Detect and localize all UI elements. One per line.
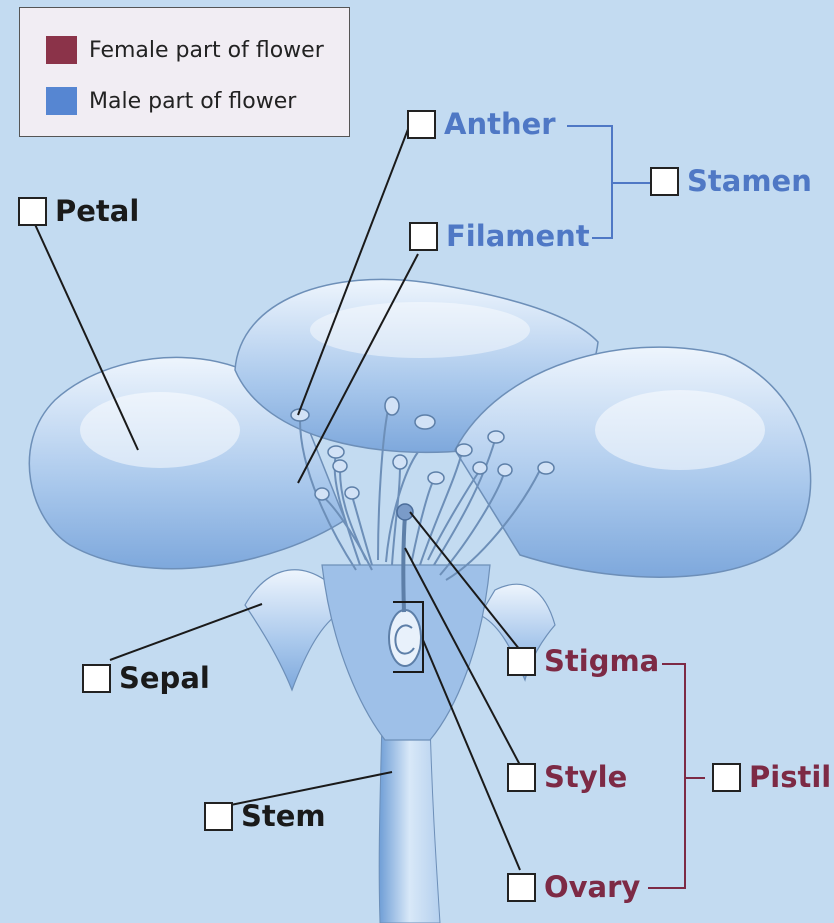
petal-text: Petal (55, 197, 139, 226)
ovary-shape (389, 610, 421, 666)
sepal-label: Sepal (82, 664, 210, 693)
stem-shape (379, 720, 440, 923)
style-text: Style (544, 763, 627, 792)
stamen-label: Stamen (650, 167, 812, 196)
pistil-bracket (648, 664, 705, 888)
filament-label: Filament (409, 222, 590, 251)
stigma-checkbox[interactable] (507, 647, 536, 676)
legend-label-male: Male part of flower (89, 89, 296, 114)
stigma-text: Stigma (544, 647, 659, 676)
stem-label: Stem (204, 802, 326, 831)
petal-checkbox[interactable] (18, 197, 47, 226)
filament-text: Filament (446, 222, 590, 251)
petal-highlight (310, 302, 530, 358)
sepal-text: Sepal (119, 664, 210, 693)
female-swatch (46, 36, 77, 64)
legend-item-female: Female part of flower (46, 36, 324, 64)
petal-highlight (80, 392, 240, 468)
pistil-label: Pistil (712, 763, 831, 792)
legend: Female part of flower Male part of flowe… (19, 7, 350, 137)
anther-checkbox[interactable] (407, 110, 436, 139)
ovary-checkbox[interactable] (507, 873, 536, 902)
stigma-label: Stigma (507, 647, 659, 676)
legend-item-male: Male part of flower (46, 87, 296, 115)
ovary-text: Ovary (544, 873, 640, 902)
male-swatch (46, 87, 77, 115)
anther-text: Anther (444, 110, 556, 139)
petal-label: Petal (18, 197, 139, 226)
stamen-checkbox[interactable] (650, 167, 679, 196)
style-checkbox[interactable] (507, 763, 536, 792)
style-label: Style (507, 763, 627, 792)
legend-label-female: Female part of flower (89, 38, 324, 63)
petal-highlight (595, 390, 765, 470)
stem-text: Stem (241, 802, 326, 831)
sepal-checkbox[interactable] (82, 664, 111, 693)
stem-checkbox[interactable] (204, 802, 233, 831)
stamen-text: Stamen (687, 167, 812, 196)
pistil-checkbox[interactable] (712, 763, 741, 792)
style-shape (403, 515, 405, 612)
ovary-label: Ovary (507, 873, 640, 902)
anther-label: Anther (407, 110, 556, 139)
filament-checkbox[interactable] (409, 222, 438, 251)
pistil-text: Pistil (749, 763, 831, 792)
